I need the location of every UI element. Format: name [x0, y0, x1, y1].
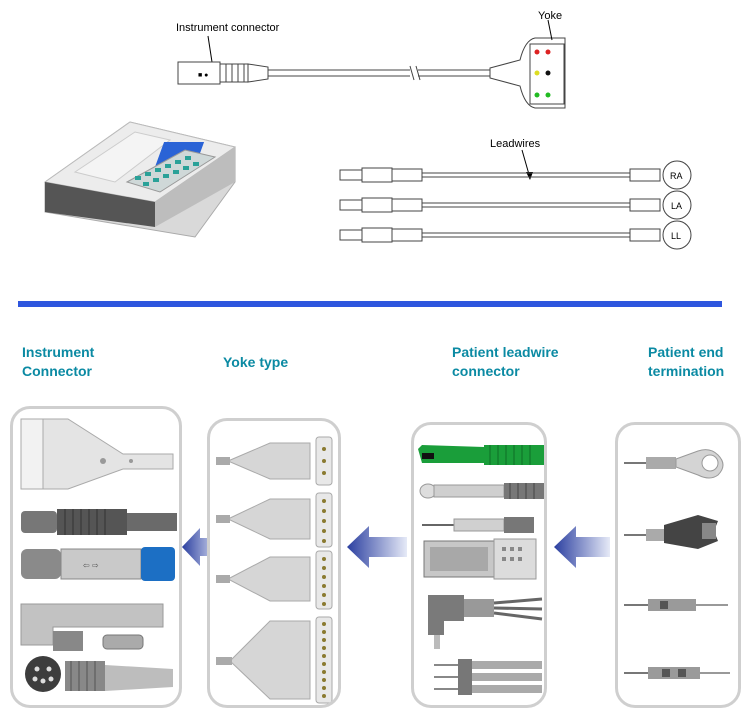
section-divider — [18, 301, 722, 307]
electrode-ll: LL — [671, 231, 681, 241]
leadwires-label: Leadwires — [490, 138, 541, 150]
yoke-type-images — [216, 436, 333, 704]
instrument-connector-type-5 — [25, 656, 173, 692]
yoke-3-pin — [216, 436, 333, 486]
pin-electrode-icon — [624, 599, 728, 611]
leadwire-connector-images — [418, 445, 544, 695]
clip-electrode-icon — [624, 515, 718, 549]
cable-assembly-diagram: ■ ● — [177, 19, 566, 180]
molex-connector — [423, 538, 537, 580]
svg-text:■ ●: ■ ● — [198, 72, 208, 79]
instrument-connector-type-2 — [21, 509, 177, 535]
yoke-10-pin — [216, 616, 333, 704]
yoke-drawing — [489, 19, 566, 109]
electrode-la: LA — [671, 201, 682, 211]
arrow-left-icon — [554, 526, 610, 568]
leadwires-drawing: RA LA LL — [339, 160, 692, 250]
patient-leadwire-connector-panel — [411, 422, 547, 708]
patient-end-images — [624, 449, 730, 679]
svg-text:⇦ ⇨: ⇦ ⇨ — [83, 561, 99, 570]
electrode-ra: RA — [670, 171, 683, 181]
heading-patient-end-termination: Patient end termination — [648, 344, 725, 379]
instrument-connector-type-3: ⇦ ⇨ — [21, 547, 175, 581]
instrument-connector-label: Instrument connector — [176, 22, 280, 34]
yoke-6-pin — [216, 550, 333, 610]
yoke-5-pin — [216, 492, 333, 548]
instrument-connector-type-4 — [20, 603, 164, 651]
pin-connector — [422, 517, 534, 533]
heading-instrument-connector: Instrument Connector — [22, 344, 95, 379]
heading-patient-leadwire-connector: Patient leadwire connector — [452, 344, 559, 379]
multi-pin-connector — [434, 659, 542, 695]
yoke-type-panel — [207, 418, 341, 708]
ecg-device-icon — [43, 121, 237, 238]
banana-electrode-icon — [624, 667, 730, 679]
green-connector — [418, 445, 544, 465]
instrument-connector-images: ⇦ ⇨ — [20, 418, 177, 692]
right-angle-connector — [428, 595, 543, 649]
arrow-left-icon — [347, 526, 407, 568]
arrow-left-icon — [182, 528, 220, 566]
yoke-label: Yoke — [538, 10, 563, 22]
instrument-connector-drawing: ■ ● — [177, 61, 269, 85]
patient-end-termination-panel — [615, 422, 741, 708]
heading-yoke-type: Yoke type — [223, 354, 289, 370]
din-connector — [419, 483, 544, 499]
instrument-connector-type-1 — [20, 418, 174, 490]
snap-electrode-icon — [624, 449, 724, 479]
instrument-connector-panel: ⇦ ⇨ — [10, 406, 182, 708]
